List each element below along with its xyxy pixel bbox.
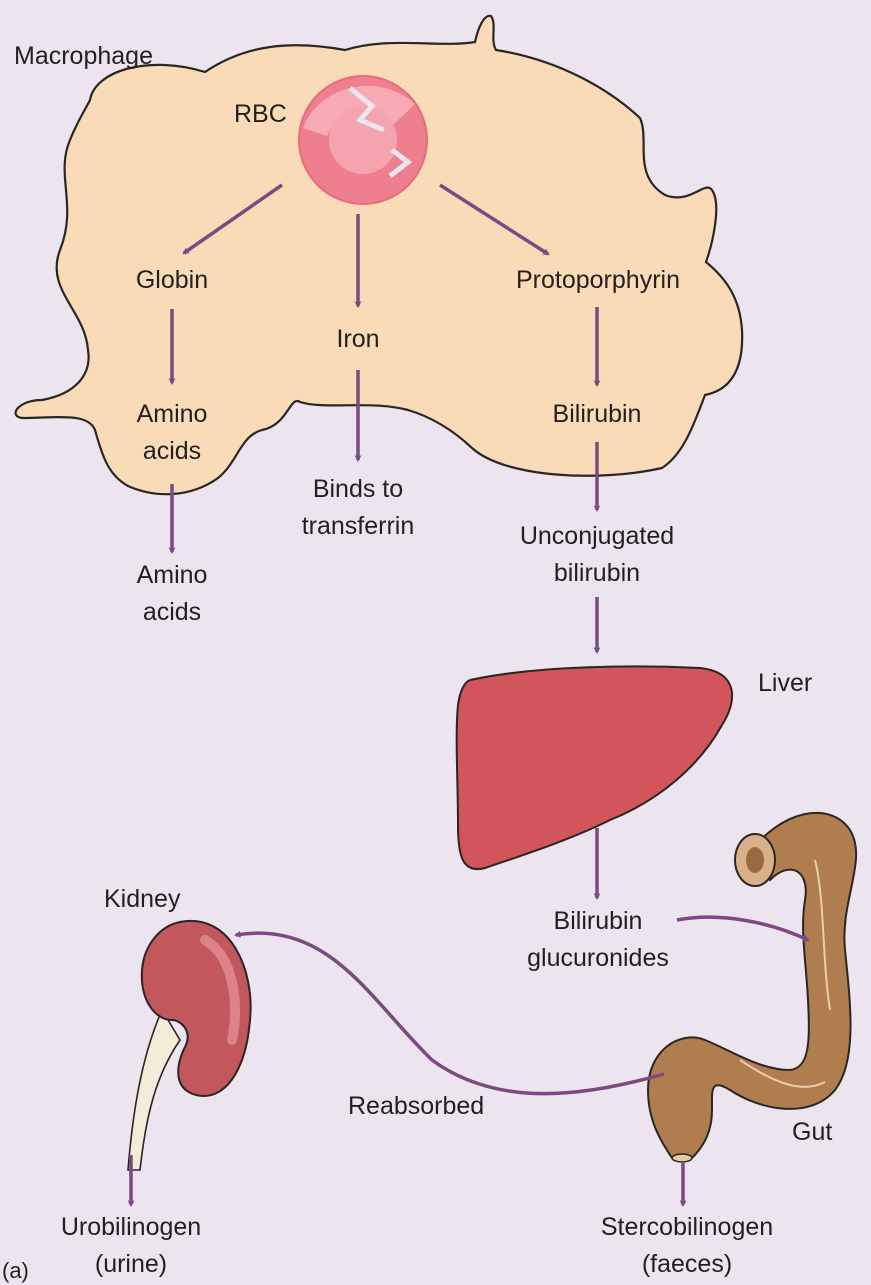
red-blood-cell-icon	[299, 76, 427, 204]
kidney-icon	[128, 921, 251, 1170]
stercobilinogen-label: Stercobilinogen (faeces)	[572, 1209, 802, 1283]
amino-acids-out-line-2: acids	[102, 594, 242, 631]
macrophage-label: Macrophage	[14, 38, 153, 75]
amino-acids-label-outside: Amino acids	[102, 557, 242, 631]
stercobilinogen-line-1: Stercobilinogen	[572, 1209, 802, 1246]
urobilinogen-line-1: Urobilinogen	[36, 1209, 226, 1246]
protoporphyrin-label: Protoporphyrin	[488, 262, 708, 299]
transferrin-line-2: transferrin	[278, 508, 438, 545]
urobilinogen-label: Urobilinogen (urine)	[36, 1209, 226, 1283]
transferrin-line-1: Binds to	[278, 471, 438, 508]
gut-icon	[648, 813, 856, 1162]
stercobilinogen-line-2: (faeces)	[572, 1246, 802, 1283]
amino-acids-line-1: Amino	[102, 396, 242, 433]
bilirubin-glucuronides-label: Bilirubin glucuronides	[498, 903, 698, 977]
reabsorbed-label: Reabsorbed	[348, 1088, 484, 1125]
amino-acids-out-line-1: Amino	[102, 557, 242, 594]
liver-icon	[457, 666, 732, 869]
urobilinogen-line-2: (urine)	[36, 1246, 226, 1283]
iron-label: Iron	[298, 321, 418, 358]
amino-acids-label-inside: Amino acids	[102, 396, 242, 470]
unconjugated-line-1: Unconjugated	[492, 518, 702, 555]
unconjugated-bilirubin-label: Unconjugated bilirubin	[492, 518, 702, 592]
amino-acids-line-2: acids	[102, 433, 242, 470]
kidney-label: Kidney	[104, 881, 180, 918]
glucuronides-line-1: Bilirubin	[498, 903, 698, 940]
globin-label: Globin	[112, 262, 232, 299]
gut-label: Gut	[792, 1114, 832, 1151]
panel-label: (a)	[2, 1257, 29, 1285]
liver-label: Liver	[758, 665, 812, 702]
bilirubin-label: Bilirubin	[517, 396, 677, 433]
glucuronides-line-2: glucuronides	[498, 940, 698, 977]
rbc-label: RBC	[234, 96, 287, 133]
unconjugated-line-2: bilirubin	[492, 555, 702, 592]
binds-to-transferrin-label: Binds to transferrin	[278, 471, 438, 545]
